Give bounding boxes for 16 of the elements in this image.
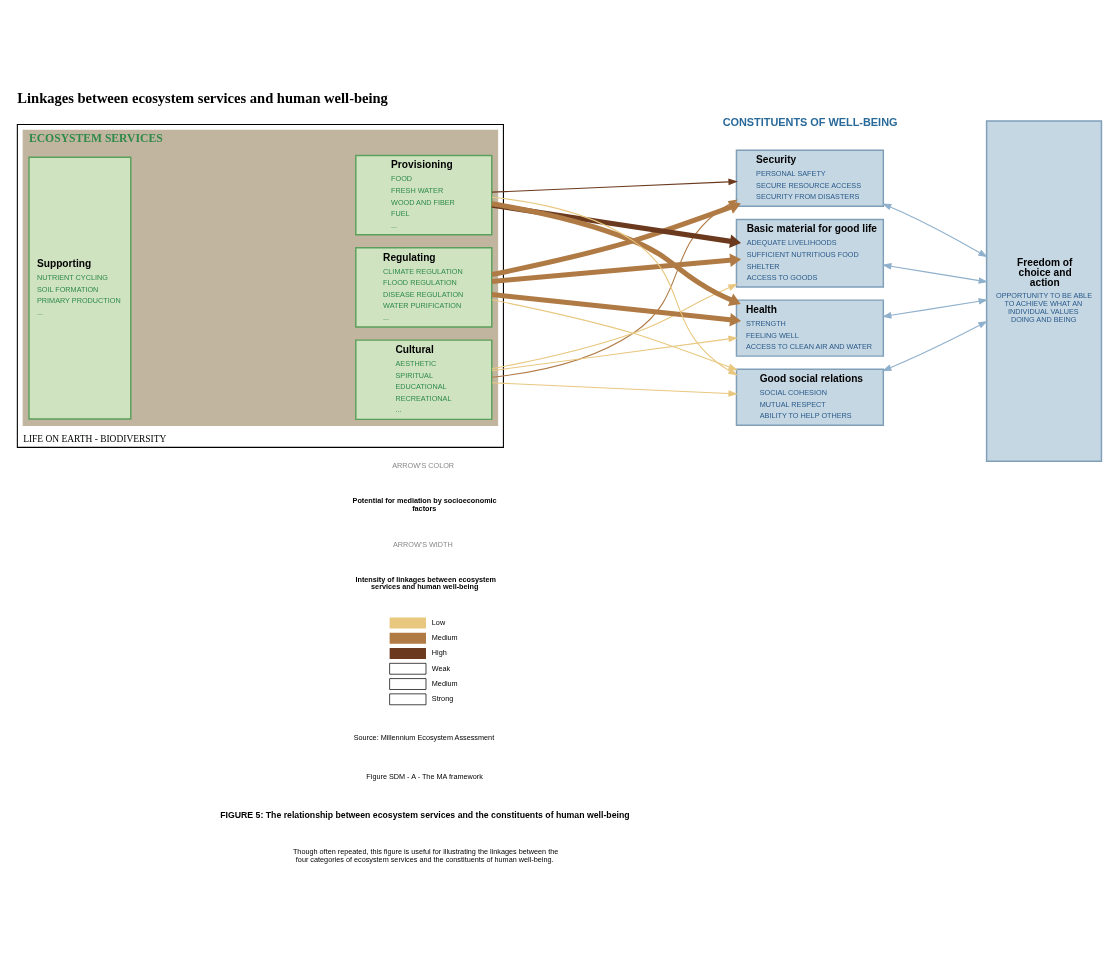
- caption: FIGURE 5: The relationship between ecosystem services and the constituents of human well-being: [220, 810, 630, 821]
- label: Source: Millennium Ecosystem Assessment: [353, 733, 495, 743]
- legend-label: Strong: [431, 694, 454, 704]
- label: Though often repeated, this figure is useful for illustrating the linkages between the four categories of ecosystem services and the constituents of human well-being.: [292, 846, 559, 864]
- legend-label: Medium: [431, 678, 458, 688]
- diagram-title: Linkages between ecosystem services and human well-being: [17, 89, 388, 106]
- legend-label: Low: [431, 617, 446, 627]
- label: Intensity of linkages between ecosystem services and human well-being: [355, 574, 496, 592]
- legend-label: Medium: [431, 633, 458, 643]
- legend-label: High: [431, 648, 447, 658]
- label: ARROW'S COLOR: [392, 461, 455, 471]
- label: CONSTITUENTS OF WELL-BEING: [722, 115, 898, 128]
- label: Figure SDM - A - The MA framework: [366, 772, 483, 782]
- label: ARROW'S WIDTH: [392, 539, 453, 549]
- label: Potential for mediation by socioeconomic factors: [352, 496, 497, 513]
- legend-label: Weak: [431, 663, 451, 673]
